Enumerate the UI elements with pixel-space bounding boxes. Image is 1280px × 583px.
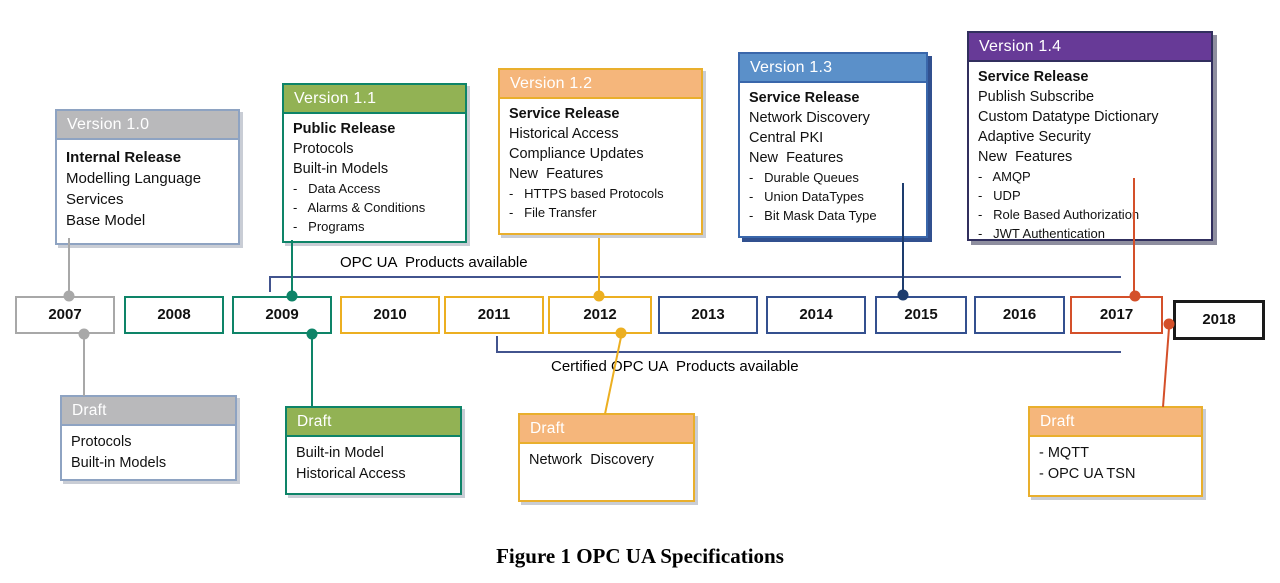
feature-bullet: - Programs: [293, 219, 365, 234]
products-available-bracket: [269, 276, 1121, 292]
release-type: Service Release: [509, 106, 620, 122]
products-available-label: OPC UA Products available: [340, 254, 528, 271]
draft-line: Protocols: [71, 434, 132, 450]
feature-line: Adaptive Security: [978, 129, 1091, 145]
draft-2012-box: Draft Network Discovery: [518, 413, 695, 502]
feature-line: Custom Datatype Dictionary: [978, 109, 1159, 125]
feature-bullet: - AMQP: [978, 169, 1031, 184]
feature-bullet: - HTTPS based Protocols: [509, 186, 664, 201]
feature-line: Compliance Updates: [509, 146, 644, 162]
year-2008: 2008: [124, 296, 224, 334]
draft-line: Historical Access: [296, 466, 406, 482]
draft-header: Draft: [287, 408, 460, 437]
feature-bullet: - UDP: [978, 188, 1021, 203]
v12-draft-connector: [604, 336, 622, 415]
version-1-4-box: Version 1.4 Service Release Publish Subs…: [967, 31, 1213, 241]
feature-bullet: - Union DataTypes: [749, 189, 864, 204]
draft-2007-box: Draft Protocols Built-in Models: [60, 395, 237, 481]
year-2009: 2009: [232, 296, 332, 334]
release-type: Service Release: [978, 69, 1089, 85]
version-1-0-box: Version 1.0 Internal Release Modelling L…: [55, 109, 240, 245]
draft-2009-box: Draft Built-in Model Historical Access: [285, 406, 462, 495]
year-2011: 2011: [444, 296, 544, 334]
version-1-1-header: Version 1.1: [284, 85, 465, 114]
year-2016: 2016: [974, 296, 1065, 334]
feature-line: Network Discovery: [749, 110, 870, 126]
version-1-2-body: Service Release Historical Access Compli…: [500, 99, 701, 233]
year-2010: 2010: [340, 296, 440, 334]
version-1-0-header: Version 1.0: [57, 111, 238, 140]
feature-line: Central PKI: [749, 130, 824, 146]
draft-body: Network Discovery: [520, 444, 693, 500]
year-2015: 2015: [875, 296, 967, 334]
draft-line: Network Discovery: [529, 452, 654, 468]
draft-header: Draft: [1030, 408, 1201, 437]
draft-line: Built-in Models: [71, 455, 167, 471]
feature-bullet: - File Transfer: [509, 205, 597, 220]
version-1-4-body: Service Release Publish Subscribe Custom…: [969, 62, 1211, 241]
feature-bullet: - Data Access: [293, 181, 381, 196]
draft-line: Built-in Model: [296, 445, 384, 461]
feature-line: New Features: [509, 166, 604, 182]
year-2017: 2017: [1070, 296, 1163, 334]
feature-bullet: - Bit Mask Data Type: [749, 208, 877, 223]
draft-body: Built-in Model Historical Access: [287, 437, 460, 493]
version-1-2-box: Version 1.2 Service Release Historical A…: [498, 68, 703, 235]
release-type: Public Release: [293, 121, 396, 137]
draft-line: - OPC UA TSN: [1039, 466, 1136, 482]
feature-line: New Features: [749, 150, 844, 166]
feature-bullet: - Durable Queues: [749, 170, 859, 185]
feature-line: Services: [66, 191, 124, 208]
version-1-2-header: Version 1.2: [500, 70, 701, 99]
feature-line: Modelling Language: [66, 170, 202, 187]
figure-caption: Figure 1 OPC UA Specifications: [496, 544, 784, 568]
feature-line: Publish Subscribe: [978, 89, 1095, 105]
year-2013: 2013: [658, 296, 758, 334]
draft-2017-box: Draft - MQTT - OPC UA TSN: [1028, 406, 1203, 497]
v14-draft-connector: [1162, 327, 1170, 408]
feature-bullet: - Alarms & Conditions: [293, 200, 426, 215]
feature-bullet: - Role Based Authorization: [978, 207, 1140, 222]
year-2012: 2012: [548, 296, 652, 334]
release-type: Internal Release: [66, 149, 182, 166]
feature-line: Base Model: [66, 212, 146, 229]
year-2018: 2018: [1173, 300, 1265, 340]
feature-line: New Features: [978, 149, 1073, 165]
draft-header: Draft: [62, 397, 235, 426]
version-1-0-body: Internal Release Modelling Language Serv…: [57, 140, 238, 243]
version-1-1-body: Public Release Protocols Built-in Models…: [284, 114, 465, 241]
draft-line: - MQTT: [1039, 445, 1089, 461]
year-2014: 2014: [766, 296, 866, 334]
certified-products-bracket: [496, 336, 1121, 353]
version-1-3-box: Version 1.3 Service Release Network Disc…: [738, 52, 928, 238]
draft-header: Draft: [520, 415, 693, 444]
release-type: Service Release: [749, 90, 860, 106]
certified-products-available-label: Certified OPC UA Products available: [551, 358, 799, 375]
feature-bullet: - JWT Authentication: [978, 226, 1105, 241]
draft-body: - MQTT - OPC UA TSN: [1030, 437, 1201, 495]
version-1-4-header: Version 1.4: [969, 33, 1211, 62]
feature-line: Protocols: [293, 141, 354, 157]
version-1-1-box: Version 1.1 Public Release Protocols Bui…: [282, 83, 467, 243]
draft-body: Protocols Built-in Models: [62, 426, 235, 479]
feature-line: Historical Access: [509, 126, 619, 142]
year-2007: 2007: [15, 296, 115, 334]
version-1-3-body: Service Release Network Discovery Centra…: [740, 83, 926, 236]
version-1-3-header: Version 1.3: [740, 54, 926, 83]
feature-line: Built-in Models: [293, 161, 389, 177]
